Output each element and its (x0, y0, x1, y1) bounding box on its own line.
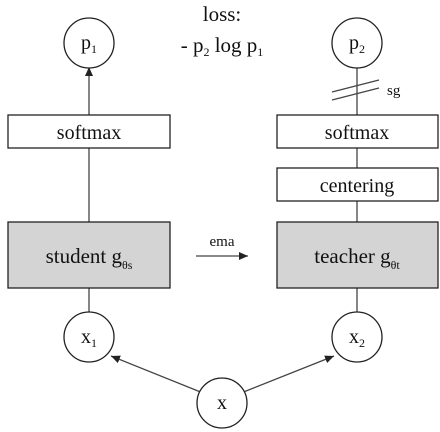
ema-label: ema (210, 234, 235, 250)
teacher-input-node (331, 311, 383, 363)
teacher-softmax-box (276, 114, 439, 149)
loss-title: loss: (203, 2, 242, 26)
teacher-output-label: p2 (349, 32, 365, 56)
x-to-x2-arrow (240, 355, 335, 394)
teacher-softmax-label: softmax (325, 122, 389, 144)
stop-gradient-mark-bottom (331, 87, 380, 101)
teacher-centering-box (276, 167, 439, 202)
student-softmax-label: softmax (57, 122, 121, 144)
stop-gradient-mark-top (331, 79, 380, 93)
root-input-label: x (217, 392, 227, 414)
teacher-input-label: x2 (349, 326, 365, 350)
student-output-label: p1 (81, 32, 97, 56)
teacher-network-box (276, 221, 439, 289)
student-input-node (63, 311, 115, 363)
student-softmax-box (7, 114, 171, 149)
student-network-label: student gθs (46, 244, 133, 272)
teacher-output-node (331, 17, 383, 69)
student-output-node (63, 17, 115, 69)
x-to-x1-arrow (110, 355, 204, 394)
root-input-node (196, 377, 248, 429)
loss-formula: - p2 log p1 (181, 33, 264, 59)
stop-gradient-label: sg (387, 83, 401, 99)
teacher-network-label: teacher gθt (314, 244, 400, 272)
teacher-centering-label: centering (320, 175, 394, 197)
student-input-label: x1 (81, 326, 97, 350)
student-network-box (7, 221, 171, 289)
